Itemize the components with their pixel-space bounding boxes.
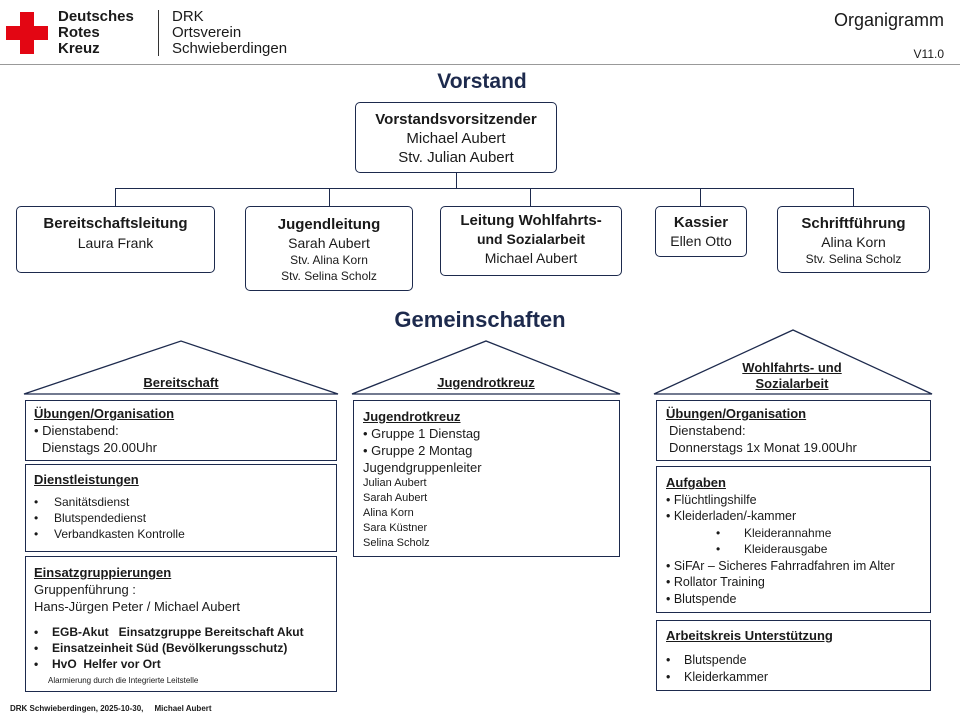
list-item: •HvO Helfer vor Ort (34, 657, 161, 671)
footer-text: DRK Schwieberdingen, 2025-10-30, Michael… (10, 704, 212, 713)
version-label: V11.0 (913, 47, 944, 61)
bereitschaft-dienst-box: Dienstleistungen •Sanitätsdienst •Blutsp… (25, 464, 337, 552)
chair-box: Vorstandsvorsitzender Michael Aubert Stv… (355, 102, 557, 173)
roof-bereitschaft (23, 340, 339, 395)
list-item: •Einsatzeinheit Süd (Bevölkerungsschutz) (34, 641, 288, 655)
unit-kassier: Kassier Ellen Otto (655, 206, 747, 257)
roof-label-bereitschaft: Bereitschaft (143, 375, 219, 390)
logo-wordmark: Deutsches Rotes Kreuz (58, 8, 134, 57)
header-divider (0, 64, 960, 65)
chair-name: Michael Aubert (406, 130, 506, 147)
list-item: •Blutspendedienst (34, 511, 147, 525)
list-item: • Gruppe 2 Montag (363, 443, 473, 458)
unit-wohlfahrt-leitung: Leitung Wohlfahrts- und Sozialarbeit Mic… (440, 206, 622, 276)
jrk-box: Jugendrotkreuz • Gruppe 1 Dienstag • Gru… (353, 400, 620, 557)
roof-label-jugendrotkreuz: Jugendrotkreuz (437, 375, 535, 390)
section-heading-vorstand: Vorstand (437, 70, 527, 93)
chair-deputy: Stv. Julian Aubert (398, 149, 514, 166)
chair-title: Vorstandsvorsitzender (375, 111, 537, 128)
list-item: Julian Aubert (363, 477, 427, 489)
list-item: Sarah Aubert (363, 492, 428, 504)
red-cross-icon (6, 12, 48, 54)
list-item: • Flüchtlingshilfe (666, 492, 757, 507)
list-item: Selina Scholz (363, 537, 430, 549)
list-item: •Kleiderausgabe (716, 542, 828, 556)
org-name: DRK Ortsverein Schwieberdingen (172, 8, 288, 57)
wohlfahrt-arbeitskreis-box: Arbeitskreis Unterstützung •Blutspende •… (656, 620, 931, 691)
unit-bereitschaftsleitung: Bereitschaftsleitung Laura Frank (16, 206, 215, 273)
list-item: • Rollator Training (666, 575, 765, 589)
wohlfahrt-uebungen-box: Übungen/Organisation Dienstabend: Donner… (656, 400, 931, 461)
list-item: • Blutspende (666, 591, 737, 606)
list-item: Sara Küstner (363, 522, 428, 534)
alarm-note: Alarmierung durch die Integrierte Leitst… (48, 676, 199, 685)
bereitschaft-uebungen-box: Übungen/Organisation • Dienstabend: Dien… (25, 400, 337, 461)
unit-schriftfuehrung: Schriftführung Alina Korn Stv. Selina Sc… (777, 206, 930, 273)
list-item: •Kleiderannahme (716, 525, 832, 540)
roof-jugendrotkreuz (351, 340, 621, 395)
list-item: • Gruppe 1 Dienstag (363, 426, 481, 441)
list-item: •Verbandkasten Kontrolle (34, 527, 185, 541)
list-item: •Blutspende (666, 653, 747, 667)
list-item: •Kleiderkammer (666, 670, 769, 684)
list-item: • SiFAr – Sicheres Fahrradfahren im Alte… (666, 558, 895, 573)
roof-wohlfahrt (653, 329, 933, 395)
list-item: Alina Korn (363, 507, 414, 519)
bereitschaft-einsatz-box: Einsatzgruppierungen Gruppenführung : Ha… (25, 556, 337, 692)
list-item: •EGB-Akut Einsatzgruppe Bereitschaft Aku… (34, 625, 304, 639)
roof-label-wohlfahrt: Wohlfahrts- und Sozialarbeit (742, 360, 842, 391)
unit-jugendleitung: Jugendleitung Sarah Aubert Stv. Alina Ko… (245, 206, 413, 291)
section-heading-gemeinschaften: Gemeinschaften (394, 307, 566, 332)
list-item: • Kleiderladen/-kammer (666, 509, 797, 523)
page-title: Organigramm (833, 10, 944, 30)
wohlfahrt-aufgaben-box: Aufgaben • Flüchtlingshilfe • Kleiderlad… (656, 466, 931, 613)
logo-divider (158, 10, 159, 56)
list-item: •Sanitätsdienst (34, 495, 130, 509)
